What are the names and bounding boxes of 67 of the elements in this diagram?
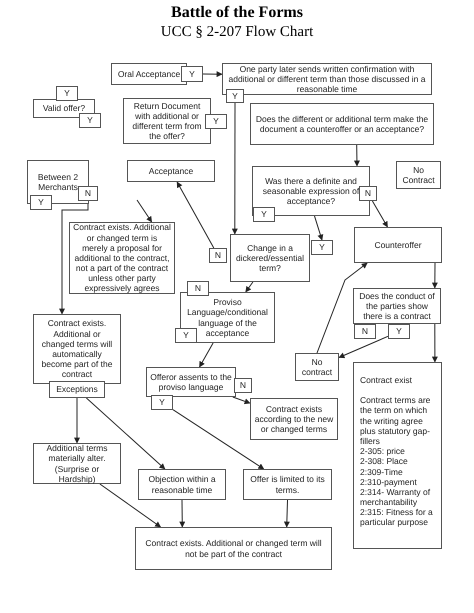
box-text: 2:310-payment [360,476,417,487]
arrow [136,200,152,222]
process-box: Offer is limited to its terms. [243,469,332,500]
arrow [432,324,438,363]
arrow [314,216,324,241]
arrow [284,500,290,528]
answer-tag: N [187,281,209,296]
process-box: Objection within a reasonable time [138,469,226,500]
process-box: Additional terms materially alter. (Surprise or Hardship) [33,443,121,484]
arrow [338,336,388,358]
title: Battle of the Forms [170,4,304,22]
arrow [372,200,388,228]
arrow [99,484,162,528]
subtitle: UCC § 2-207 Flow Chart [160,24,314,41]
answer-tag: Y [311,240,333,255]
process-box: Contract exists. Additional or changed terms will automatically become part of the contract [33,314,121,384]
question-box: Change in a dickered/essential term? [230,234,310,282]
answer-tag: Y [226,89,244,103]
process-box: Acceptance [127,160,215,182]
process-box: No contract [295,353,339,381]
answer-tag: N [354,324,376,339]
process-box: Contract exists. Additional or changed term is merely a proposal for additional to the contract, not a part of the contract unless other party expressively agrees [69,222,175,294]
answer-tag: N [78,186,98,201]
process-box: Offeror assents to the proviso language [146,367,236,397]
answer-tag: N [209,248,227,263]
answer-tag: Y [205,114,227,129]
question-box: Valid offer? [33,99,95,118]
answer-tag: Y [151,395,173,410]
process-box: No Contract [396,161,441,189]
answer-tag: Y [56,86,78,101]
arrow [86,398,166,470]
arrow [232,102,238,235]
question-box: Return Document with additional or different term from the offer? [123,98,211,144]
arrow [176,181,214,248]
process-box: Oral Acceptance [111,63,187,85]
answer-tag: Y [181,66,203,82]
box-text: 2-305: price [360,446,405,456]
box-text: 2:315: Fitness for a particular purpose [360,507,434,528]
process-box: Contract exists according to the new or changed terms [250,398,338,440]
box-text: 2:314- Warranty of merchantability [360,486,432,508]
arrow [245,282,254,292]
arrow [316,262,368,354]
arrow [199,342,214,368]
arrow [74,398,80,444]
process-box: Counteroffer [354,227,442,263]
question-box: Does the different or additional term make the document a counteroffer or an acceptance? [250,103,434,145]
arrow [354,144,360,167]
box-text: 2-308: Place [360,456,408,466]
box-text: 2:309-Time [360,466,403,477]
answer-tag: Exceptions [49,381,105,398]
arrow [232,396,251,404]
answer-tag: Y [253,207,275,222]
answer-tag: Y [30,195,52,210]
box-text: Contract terms are the term on which the writing agree plus statutory gap-fillers [360,395,432,446]
answer-tag: N [234,378,252,393]
box-heading: Contract exist [360,375,412,386]
process-box [353,362,442,549]
arrow [172,409,264,470]
arrow [202,71,223,78]
arrow [432,262,438,289]
question-box: Does the conduct of the parties show there is a contract [353,288,441,324]
answer-tag: Y [79,113,101,128]
answer-tag: Y [175,328,197,343]
arrow [179,500,186,528]
answer-tag: N [359,186,377,201]
answer-tag: Y [388,324,410,339]
process-box: Contract exists. Additional or changed term will not be part of the contract [135,527,332,570]
